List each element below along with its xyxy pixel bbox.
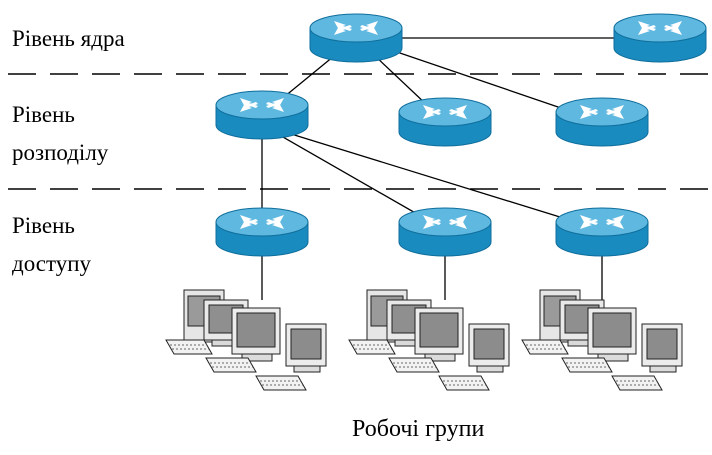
layer-label-distribution-line-1: Рівень xyxy=(12,102,75,127)
router-icon xyxy=(555,97,649,147)
link-dist-access-3 xyxy=(261,124,603,231)
workstation-group-icon xyxy=(521,289,683,391)
router-icon xyxy=(215,90,309,140)
layer-label-access-line-1: Рівень xyxy=(12,213,75,238)
router-icon xyxy=(398,97,492,147)
workstation-group-icon xyxy=(348,289,510,391)
layer-label-core-line-1: Рівень ядра xyxy=(12,26,125,51)
workstation-group-icon xyxy=(165,289,327,391)
router-icon xyxy=(555,207,649,257)
links xyxy=(261,37,660,300)
layer-label-distribution-line-2: розподілу xyxy=(12,140,109,166)
router-icon xyxy=(309,13,403,63)
router-icon xyxy=(613,13,707,63)
router-icon xyxy=(398,207,492,257)
router-icon xyxy=(215,207,309,257)
layer-label-core: Рівень ядра xyxy=(12,26,125,52)
workgroups-caption: Робочі групи xyxy=(352,416,485,442)
layer-label-access-line-2: доступу xyxy=(12,251,92,277)
layer-label-distribution: Рівень розподілу xyxy=(12,102,108,167)
layer-label-access: Рівень доступу xyxy=(12,213,91,278)
